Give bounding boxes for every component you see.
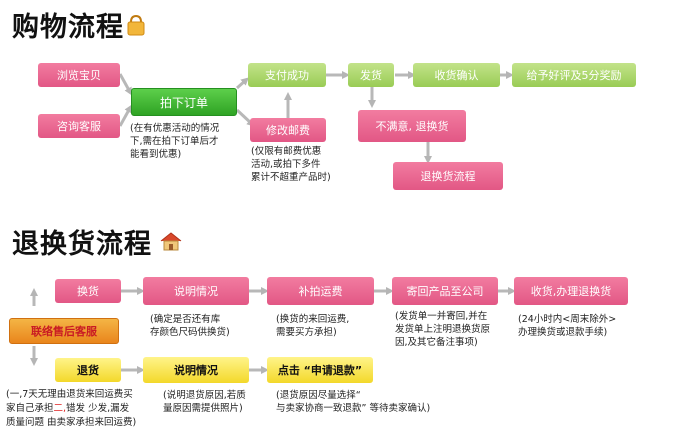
browse-button[interactable]: 浏览宝贝 [38, 63, 120, 87]
refund-note-line: 质量问题 由卖家承担来回运费) [6, 417, 137, 428]
send-back-note-line: (发货单一并寄回,并在 [395, 311, 488, 322]
shopping-bag-icon [127, 14, 145, 36]
pay-postage-button[interactable]: 补拍运费 [267, 277, 374, 305]
refund-note-line: (一,7天无理由退货来回运费买 [6, 389, 133, 400]
pay-postage-note-line: (换货的来回运费, [276, 314, 350, 325]
explain-refund-note-line: (说明退货原因,若质 [163, 390, 246, 401]
review-reward-button[interactable]: 给予好评及5分奖励 [512, 63, 636, 87]
place-order-button[interactable]: 拍下订单 [131, 88, 237, 116]
contact-cs-button[interactable]: 联络售后客服 [9, 318, 119, 344]
send-back-button[interactable]: 寄回产品至公司 [392, 277, 498, 305]
order-note-line: 下,需在拍下订单后才 [130, 136, 219, 147]
return-flow-button[interactable]: 退换货流程 [393, 162, 503, 190]
send-back-note-line: 因,及其它备注事项) [395, 337, 478, 348]
explain-note-line: 存颜色尺码供换货) [150, 327, 230, 338]
receive-note-line: (24小时内<周末除外> [518, 314, 617, 325]
pay-success-button[interactable]: 支付成功 [248, 63, 326, 87]
refund-note-line: 家自己承担二,错发 少发,漏发 [6, 402, 136, 416]
postage-note: (仅限有邮费优惠 活动,或拍下多件 累计不超重产品时) [251, 145, 331, 184]
apply-refund-note: (退货原因尽量选择“ 与卖家协商一致退款” 等待卖家确认) [276, 389, 430, 415]
house-icon [160, 232, 182, 251]
unsatisfied-return-button[interactable]: 不满意, 退换货 [358, 110, 466, 142]
apply-refund-button[interactable]: 点击 “申请退款” [267, 357, 373, 383]
refund-note-text: 家自己承担 [6, 403, 54, 414]
order-note-line: (在有优惠活动的情况 [130, 123, 220, 134]
confirm-receipt-button[interactable]: 收货确认 [413, 63, 500, 87]
pay-postage-note-line: 需要买方承担) [276, 327, 337, 338]
modify-postage-button[interactable]: 修改邮费 [250, 118, 326, 142]
ship-button[interactable]: 发货 [348, 63, 394, 87]
postage-note-line: 活动,或拍下多件 [251, 159, 321, 170]
consult-button[interactable]: 咨询客服 [38, 114, 120, 138]
explain-refund-button[interactable]: 说明情况 [143, 357, 249, 383]
send-back-note: (发货单一并寄回,并在 发货单上注明退换货原 因,及其它备注事项) [395, 310, 490, 349]
refund-note-text: 错发 少发,漏发 [66, 403, 130, 414]
explain-refund-note: (说明退货原因,若质 量原因需提供照片) [163, 389, 246, 415]
shopping-title: 购物流程 [12, 12, 124, 43]
apply-refund-note-line: (退货原因尽量选择“ [276, 390, 361, 401]
send-back-note-line: 发货单上注明退换货原 [395, 324, 491, 335]
postage-note-line: (仅限有邮费优惠 [251, 146, 322, 157]
explain-note-line: (确定是否还有库 [150, 314, 221, 325]
returns-title: 退换货流程 [12, 229, 152, 260]
exchange-button[interactable]: 换货 [55, 279, 121, 303]
refund-note: (一,7天无理由退货来回运费买 家自己承担二,错发 少发,漏发 质量问题 由卖家… [6, 388, 136, 430]
explain-note: (确定是否还有库 存颜色尺码供换货) [150, 313, 230, 339]
order-note: (在有优惠活动的情况 下,需在拍下订单后才 能看到优惠) [130, 122, 219, 161]
refund-note-highlight: 二, [53, 403, 67, 414]
explain-refund-note-line: 量原因需提供照片) [163, 403, 243, 414]
pay-postage-note: (换货的来回运费, 需要买方承担) [276, 313, 349, 339]
explain-situation-button[interactable]: 说明情况 [143, 277, 249, 305]
postage-note-line: 累计不超重产品时) [251, 172, 331, 183]
receive-note: (24小时内<周末除外> 办理换货或退款手续) [518, 313, 616, 339]
refund-button[interactable]: 退货 [55, 358, 121, 382]
order-note-line: 能看到优惠) [130, 149, 182, 160]
apply-refund-note-line: 与卖家协商一致退款” 等待卖家确认) [276, 403, 431, 414]
receive-note-line: 办理换货或退款手续) [518, 327, 608, 338]
receive-process-button[interactable]: 收货,办理退换货 [514, 277, 628, 305]
